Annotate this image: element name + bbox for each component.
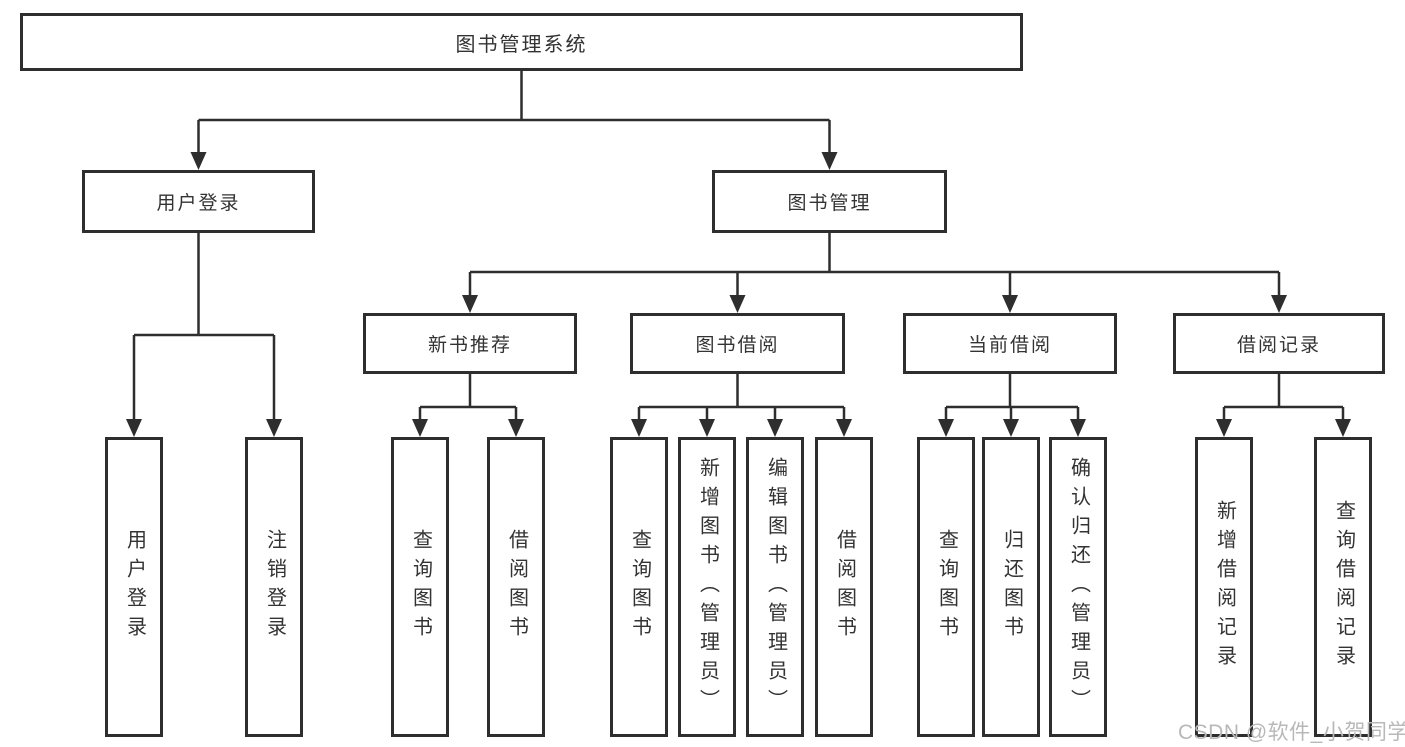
connector-bookmgmt-to-modules [468, 233, 1281, 297]
node-book-borrowing: 图书借阅 [630, 313, 845, 374]
leaf-add-book-admin: 新增图书（管理员） [678, 437, 736, 737]
node-borrowing-records: 借阅记录 [1173, 313, 1385, 374]
leaf-add-borrow-record: 新增借阅记录 [1195, 437, 1253, 737]
leaf-query-books-current: 查询图书 [917, 437, 975, 737]
leaf-query-borrow-record: 查询借阅记录 [1314, 437, 1372, 737]
leaf-query-books-recommend: 查询图书 [391, 437, 449, 737]
vertical-label: 查询借阅记录 [1332, 500, 1355, 674]
vertical-label: 编辑图书（管理员） [764, 456, 787, 718]
connector-userlogin-to-leaves [132, 233, 276, 421]
connector-records-to-leaves [1222, 374, 1345, 421]
vertical-label: 注销登录 [263, 529, 286, 645]
leaf-borrow-books: 借阅图书 [815, 437, 873, 737]
leaf-user-login: 用户登录 [105, 437, 163, 737]
node-label: 新书推荐 [427, 335, 512, 356]
node-user-login: 用户登录 [82, 170, 315, 233]
vertical-label: 借阅图书 [833, 529, 856, 645]
node-label: 图书管理 [787, 193, 872, 214]
node-current-borrowing: 当前借阅 [903, 313, 1117, 374]
vertical-label: 新增借阅记录 [1213, 500, 1236, 674]
node-label: 图书借阅 [695, 335, 780, 356]
vertical-label: 新增图书（管理员） [696, 456, 719, 718]
vertical-label: 查询图书 [628, 529, 651, 645]
node-label: 用户登录 [156, 193, 241, 214]
node-new-book-recommend: 新书推荐 [363, 313, 577, 374]
node-book-management: 图书管理 [712, 170, 947, 233]
node-label: 当前借阅 [967, 335, 1052, 356]
vertical-label: 借阅图书 [505, 529, 528, 645]
vertical-label: 归还图书 [1000, 529, 1023, 645]
vertical-label: 查询图书 [409, 529, 432, 645]
leaf-logout: 注销登录 [245, 437, 303, 737]
connector-borrow-to-leaves [637, 374, 846, 421]
leaf-edit-book-admin: 编辑图书（管理员） [746, 437, 804, 737]
vertical-label: 确认归还（管理员） [1067, 456, 1090, 718]
vertical-label: 用户登录 [123, 529, 146, 645]
connector-recommend-to-leaves [418, 374, 518, 421]
leaf-borrow-books-recommend: 借阅图书 [487, 437, 545, 737]
csdn-watermark: CSDN @软件_小贺同学 [1178, 721, 1405, 744]
node-label: 借阅记录 [1236, 335, 1321, 356]
connector-current-to-leaves [944, 374, 1080, 421]
connector-root-to-branches [197, 70, 831, 154]
node-label: 图书管理系统 [455, 33, 588, 56]
leaf-confirm-return-admin: 确认归还（管理员） [1049, 437, 1107, 737]
leaf-return-books: 归还图书 [982, 437, 1040, 737]
node-library-management-system: 图书管理系统 [20, 13, 1023, 71]
vertical-label: 查询图书 [935, 529, 958, 645]
leaf-query-books-borrow: 查询图书 [610, 437, 668, 737]
